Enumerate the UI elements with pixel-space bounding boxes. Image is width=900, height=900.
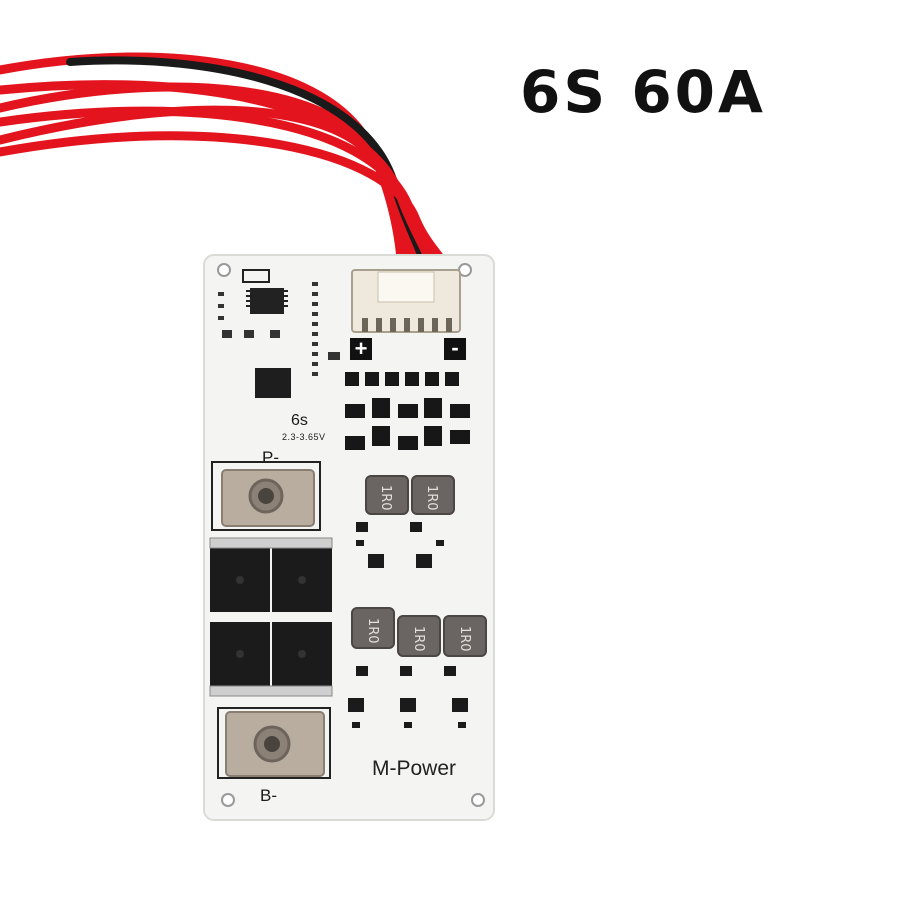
svg-text:1R0: 1R0 bbox=[365, 618, 380, 644]
terminal-p-nut bbox=[211, 461, 321, 531]
inductors bbox=[351, 475, 487, 657]
mount-hole-bottom-right bbox=[471, 793, 485, 807]
terminal-p-label: P- bbox=[262, 448, 279, 467]
plus-mark: + bbox=[350, 338, 372, 360]
resistor-column bbox=[218, 282, 340, 376]
voltage-spec-label: 2.3-3.65V bbox=[282, 432, 326, 442]
svg-text:1R0: 1R0 bbox=[424, 485, 439, 511]
terminal-b-nut bbox=[217, 707, 331, 779]
controller-ic bbox=[250, 288, 284, 314]
svg-text:1R0: 1R0 bbox=[378, 485, 393, 511]
driver-components bbox=[348, 522, 468, 728]
diode-package bbox=[255, 368, 291, 398]
svg-text:1R0: 1R0 bbox=[411, 626, 426, 652]
minus-mark: - bbox=[444, 337, 466, 360]
brand-label: M-Power bbox=[372, 757, 457, 780]
mount-hole-bottom-left bbox=[221, 793, 235, 807]
ic-pins bbox=[246, 290, 288, 307]
mount-hole-top-left bbox=[217, 263, 231, 277]
balance-wires bbox=[0, 52, 455, 277]
product-headline: 6S 60A bbox=[520, 58, 766, 126]
balance-mosfet-grid bbox=[345, 372, 470, 450]
svg-text:1R0: 1R0 bbox=[457, 626, 472, 652]
terminal-b-label: B- bbox=[260, 786, 277, 805]
power-mosfets bbox=[209, 537, 333, 697]
cell-count-label: 6s bbox=[291, 412, 308, 429]
balance-connector bbox=[351, 269, 461, 333]
inductor-markings: 1R0 1R0 1R0 1R0 1R0 bbox=[365, 485, 472, 652]
